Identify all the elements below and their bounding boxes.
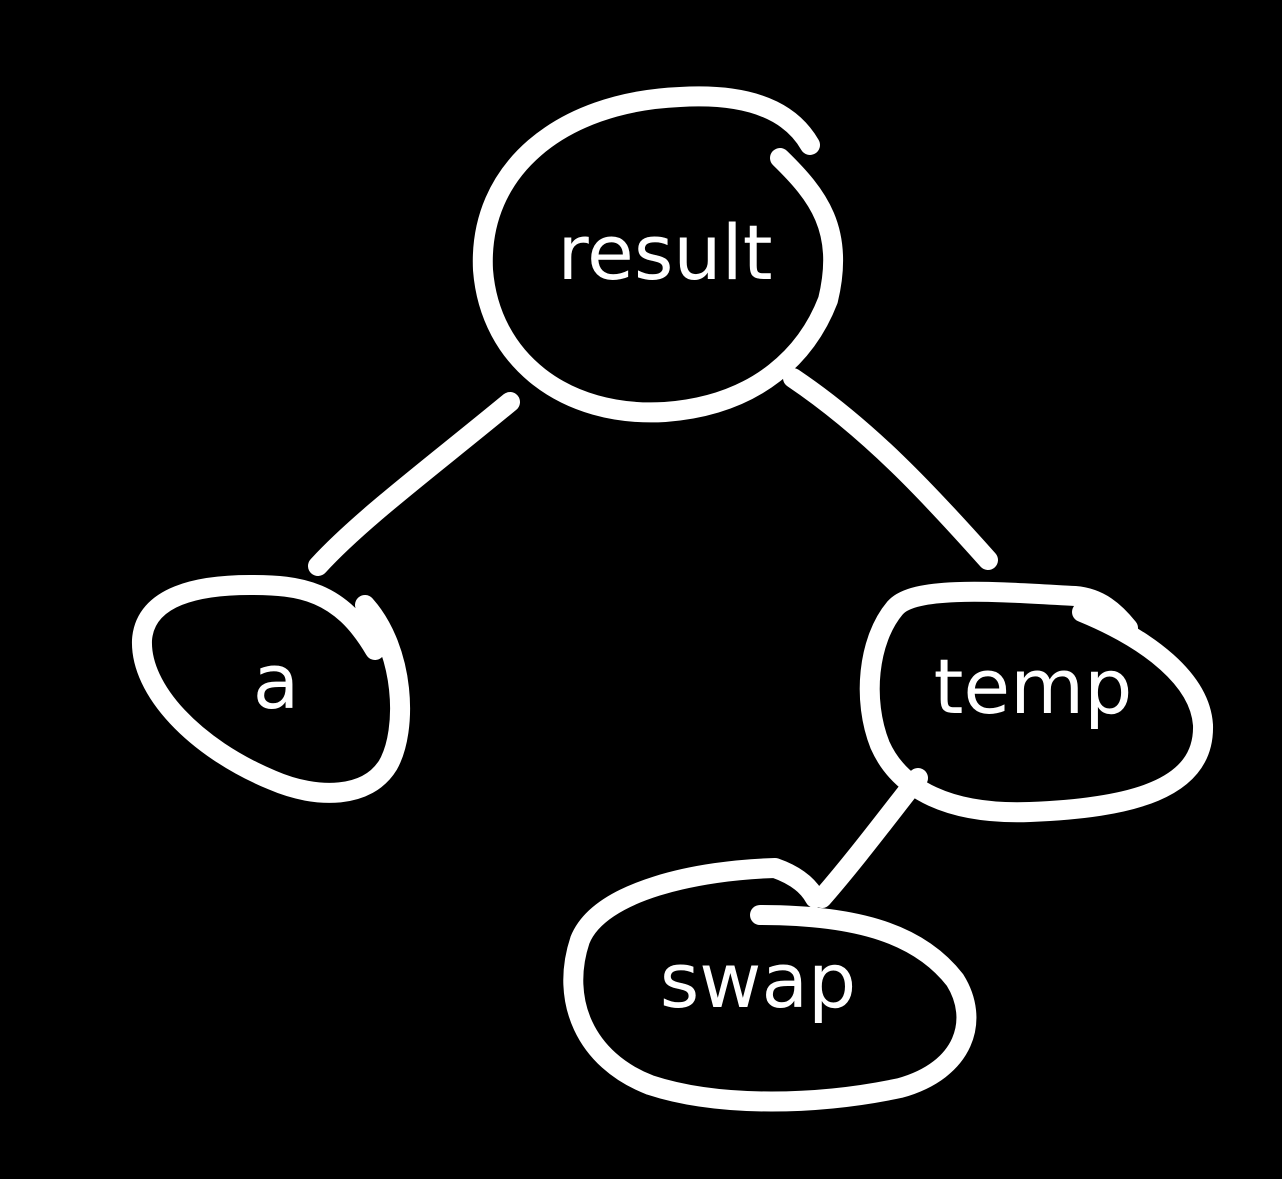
node-swap: swap bbox=[563, 858, 977, 1112]
node-label-a: a bbox=[253, 637, 300, 726]
edge-result-a bbox=[308, 392, 520, 576]
node-label-result: result bbox=[557, 208, 772, 297]
node-result: result bbox=[472, 86, 844, 423]
node-temp: temp bbox=[859, 581, 1214, 823]
node-outline-temp bbox=[859, 581, 1214, 823]
node-label-temp: temp bbox=[934, 642, 1133, 731]
node-outline-a bbox=[132, 575, 410, 803]
node-a: a bbox=[132, 575, 410, 803]
edge-temp-swap bbox=[812, 768, 928, 908]
node-outline-result bbox=[472, 86, 844, 423]
node-label-swap: swap bbox=[660, 936, 857, 1025]
edge-result-temp bbox=[783, 368, 998, 570]
node-outline-swap bbox=[563, 858, 977, 1112]
